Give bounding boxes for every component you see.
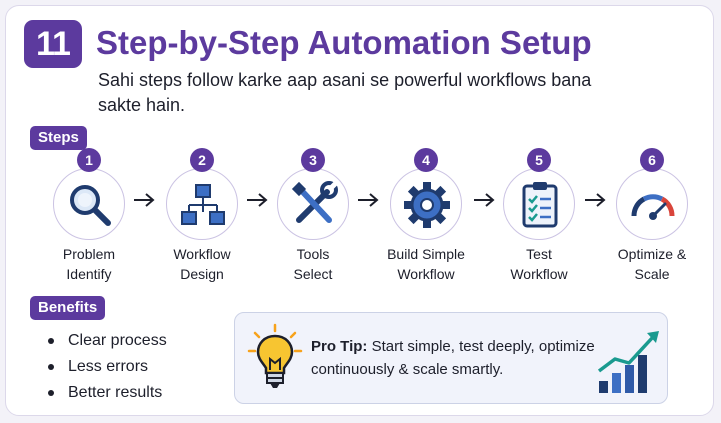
step-number: 2	[190, 148, 214, 172]
flowchart-icon	[181, 184, 225, 225]
tools-icon	[291, 181, 338, 223]
benefits-label: Benefits	[30, 296, 106, 320]
magnifier-icon	[70, 185, 111, 226]
step-icon-circle	[53, 168, 125, 240]
pro-tip-body: Start simple, test deeply, optimize cont…	[311, 338, 595, 378]
step-number: 4	[414, 148, 438, 172]
arrow-right-icon	[585, 193, 606, 207]
step-label: Test Workflow	[510, 246, 568, 282]
step-icon-circle	[166, 168, 238, 240]
checklist-icon	[522, 182, 558, 228]
list-item: Clear process	[46, 328, 167, 354]
bullet-icon	[48, 364, 54, 370]
pro-tip-label: Pro Tip:	[311, 338, 368, 355]
arrow-right-icon	[358, 193, 379, 207]
step-icon-circle	[616, 168, 688, 240]
lightbulb-icon	[247, 323, 303, 388]
steps-label: Steps	[30, 126, 87, 150]
arrow-right-icon	[474, 193, 495, 207]
step-label: Problem Identify	[62, 246, 116, 282]
list-item: Less errors	[46, 354, 167, 380]
bullet-icon	[48, 338, 54, 344]
growth-chart-icon	[597, 331, 659, 393]
step-number: 5	[527, 148, 551, 172]
arrow-right-icon	[247, 193, 268, 207]
benefits-list: Clear process Less errors Better results	[46, 328, 167, 406]
gauge-icon	[631, 194, 675, 220]
step-icon-circle	[390, 168, 462, 240]
section-number-badge: 11	[24, 20, 82, 68]
step-label: Build Simple Workflow	[387, 246, 465, 282]
pro-tip-text: Pro Tip: Start simple, test deeply, opti…	[311, 335, 601, 381]
step-label: Workflow Design	[173, 246, 231, 282]
step-label: Optimize & Scale	[617, 246, 687, 282]
step-icon-circle	[503, 168, 575, 240]
page-subtitle: Sahi steps follow karke aap asani se pow…	[98, 70, 592, 115]
step-number: 3	[301, 148, 325, 172]
arrow-right-icon	[134, 193, 155, 207]
main-card: 11 Step-by-Step Automation Setup Sahi st…	[5, 5, 714, 416]
bullet-icon	[48, 390, 54, 396]
step-number: 1	[77, 148, 101, 172]
step-icon-circle	[277, 168, 349, 240]
list-item: Better results	[46, 380, 167, 406]
gear-icon	[404, 182, 450, 228]
page-title: Step-by-Step Automation Setup	[96, 24, 592, 61]
pro-tip-box: Pro Tip: Start simple, test deeply, opti…	[234, 312, 668, 404]
step-label: Tools Select	[293, 246, 333, 282]
step-number: 6	[640, 148, 664, 172]
